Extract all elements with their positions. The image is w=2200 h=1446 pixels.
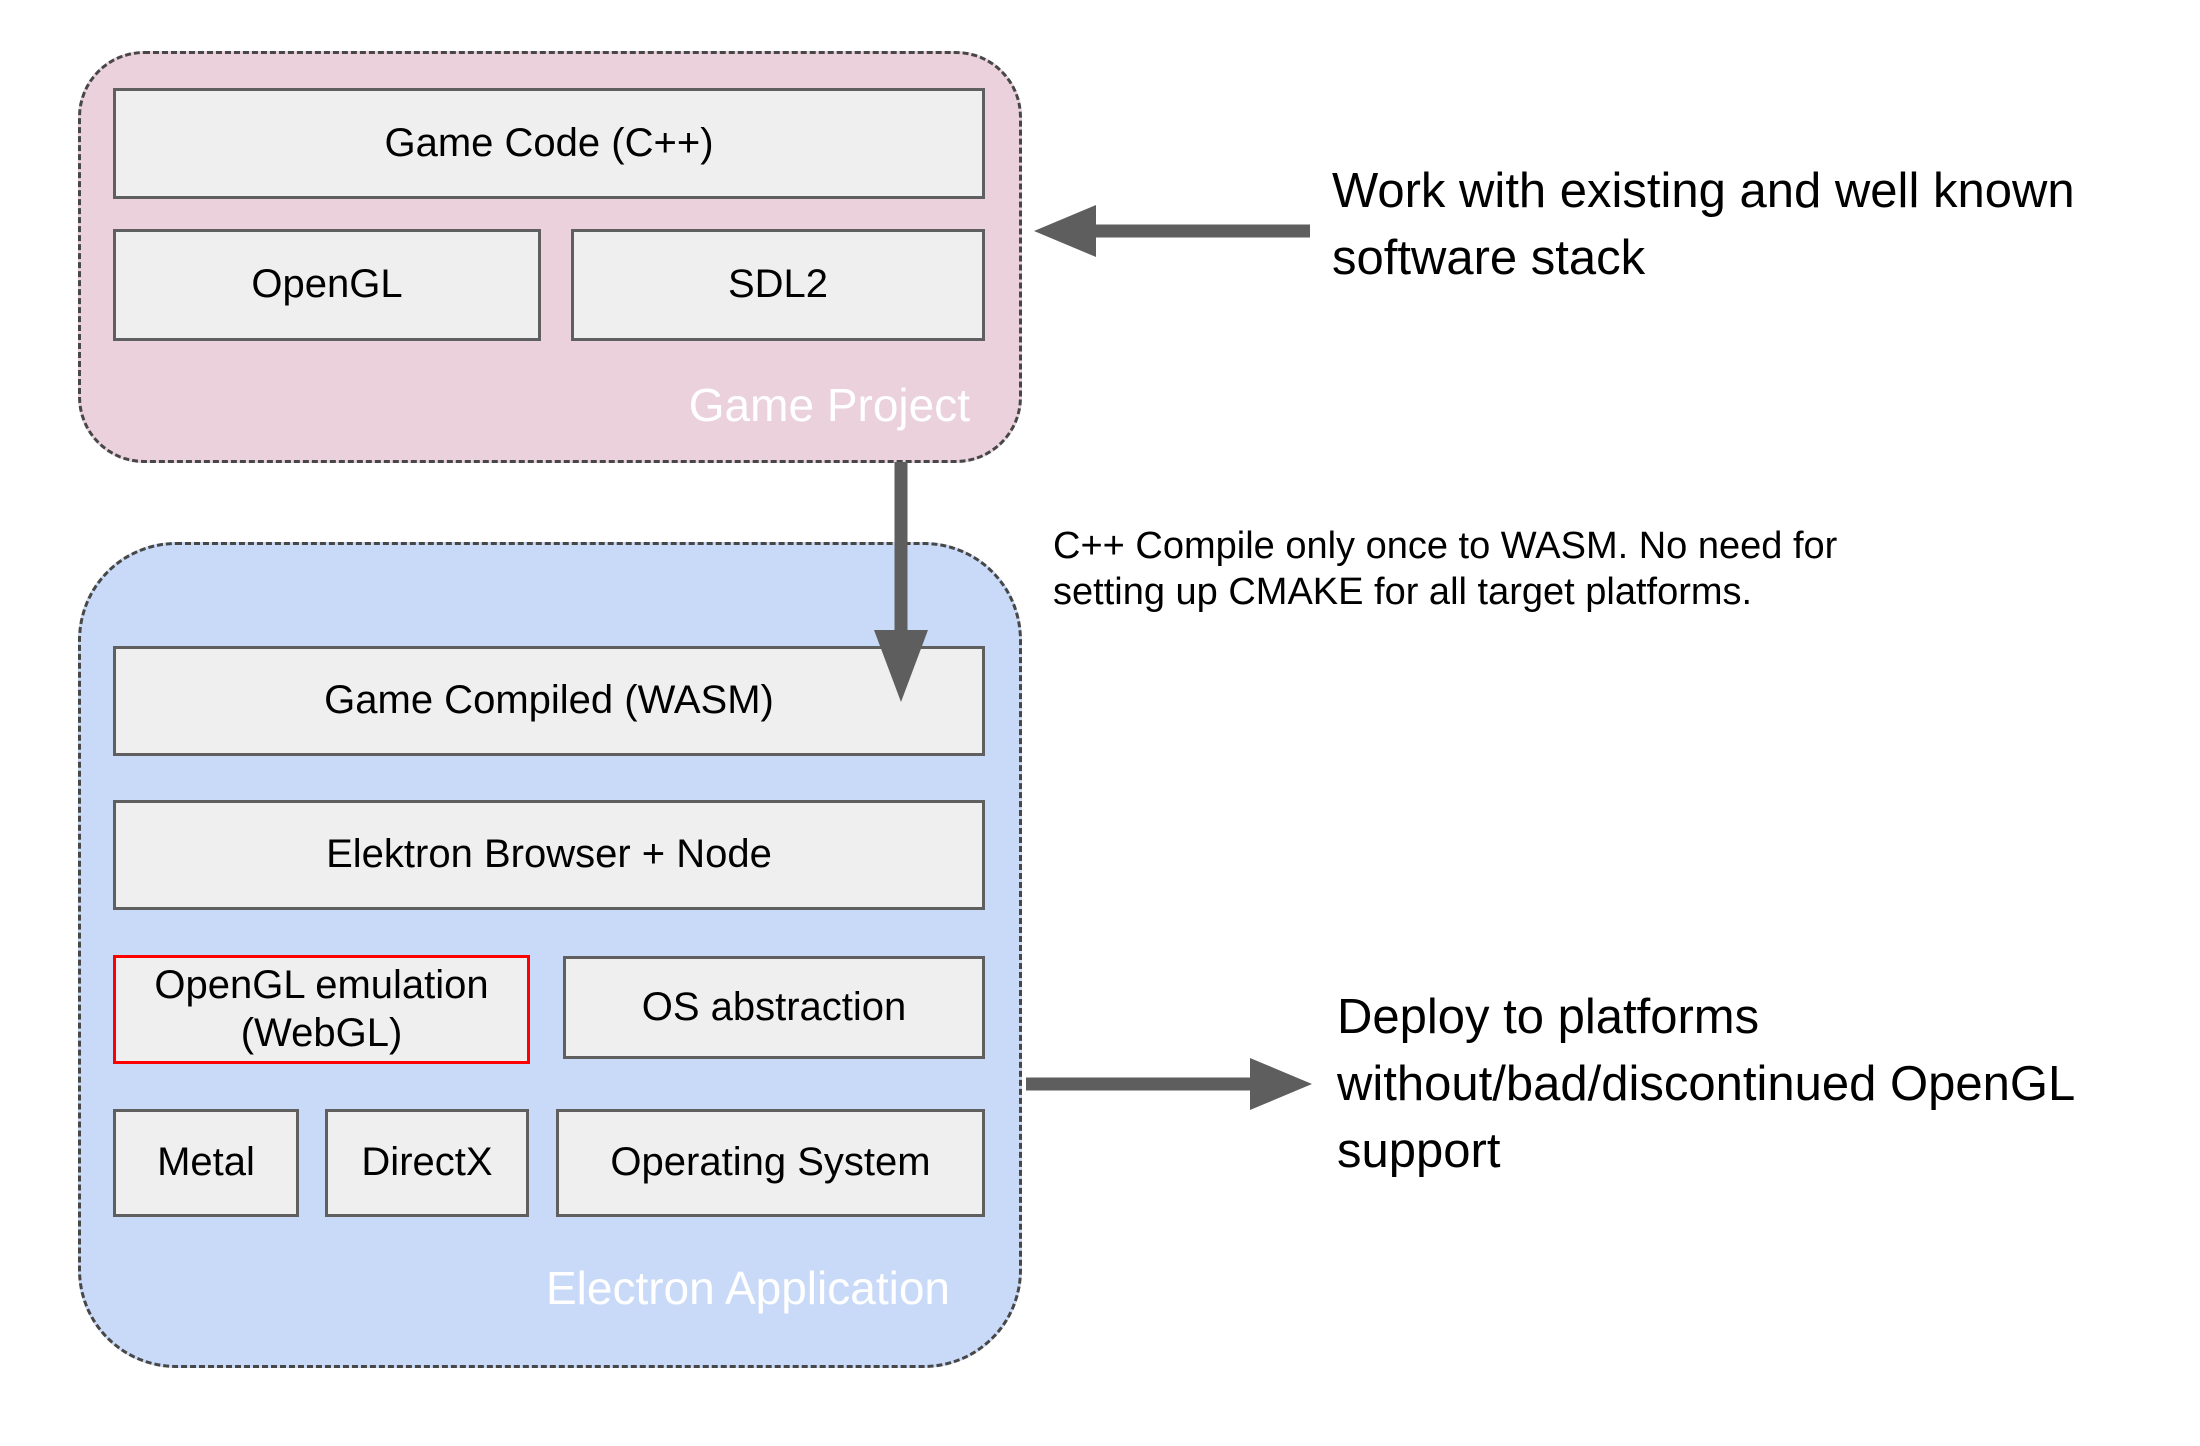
box-opengl-emulation-line1: OpenGL emulation [154,963,489,1008]
box-opengl-label: OpenGL [251,262,403,307]
box-elektron-browser-node-label: Elektron Browser + Node [326,832,772,877]
box-opengl-emulation-webgl: OpenGL emulation (WebGL) [113,955,530,1064]
electron-application-label: Electron Application [545,1262,950,1314]
box-game-compiled-wasm-label: Game Compiled (WASM) [324,678,774,723]
annotation-compile-line-1: C++ Compile only once to WASM. No need f… [1053,525,1838,567]
annotation-work-with-existing: Work with existing and well known softwa… [1332,158,2075,292]
box-metal: Metal [113,1109,299,1217]
box-opengl: OpenGL [113,229,541,341]
electron-application-group: Game Compiled (WASM) Elektron Browser + … [78,542,1022,1368]
game-project-group: Game Code (C++) OpenGL SDL2 Game Project [78,51,1022,463]
box-game-code: Game Code (C++) [113,88,985,199]
annotation-deploy: Deploy to platforms without/bad/disconti… [1337,984,2075,1185]
box-directx: DirectX [325,1109,529,1217]
box-operating-system-label: Operating System [610,1140,931,1185]
annotation-deploy-line-3: support [1337,1124,1501,1178]
box-os-abstraction: OS abstraction [563,956,985,1059]
annotation-work-line-1: Work with existing and well known [1332,164,2075,218]
box-sdl2: SDL2 [571,229,985,341]
arrow-left-icon [1034,205,1310,257]
game-project-label: Game Project [688,379,970,431]
box-elektron-browser-node: Elektron Browser + Node [113,800,985,910]
arrow-right-icon [1026,1058,1312,1110]
annotation-work-line-2: software stack [1332,231,1646,285]
annotation-compile-once: C++ Compile only once to WASM. No need f… [1053,523,1837,615]
box-game-code-label: Game Code (C++) [384,120,714,165]
annotation-compile-line-2: setting up CMAKE for all target platform… [1053,571,1753,613]
box-opengl-emulation-line2: (WebGL) [240,1010,403,1055]
box-operating-system: Operating System [556,1109,985,1217]
box-directx-label: DirectX [361,1140,493,1185]
annotation-deploy-line-1: Deploy to platforms [1337,990,1760,1044]
box-os-abstraction-label: OS abstraction [641,984,907,1029]
annotation-deploy-line-2: without/bad/discontinued OpenGL [1337,1057,2076,1111]
box-metal-label: Metal [157,1140,255,1185]
box-sdl2-label: SDL2 [727,262,829,307]
box-game-compiled-wasm: Game Compiled (WASM) [113,646,985,756]
arrow-down-icon [874,462,928,702]
